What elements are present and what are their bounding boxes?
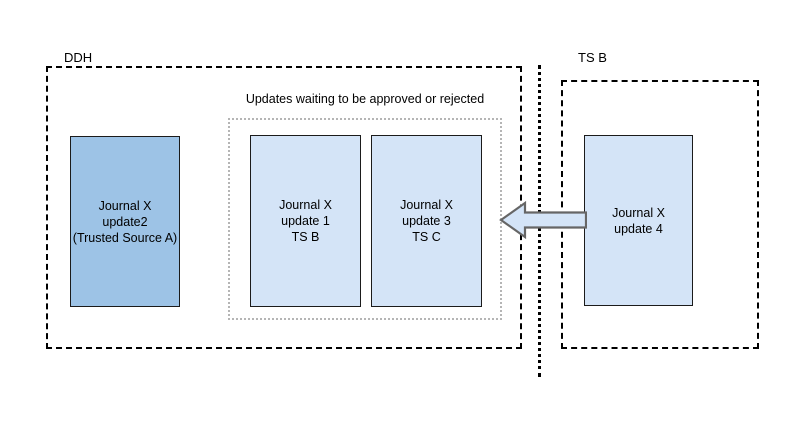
record-box-pending-update3[interactable]: Journal X update 3 TS C <box>371 135 482 307</box>
arrow-left-icon <box>499 200 587 240</box>
submission-arrow-left <box>499 199 587 241</box>
record-box-incoming-update4[interactable]: Journal X update 4 <box>584 135 693 306</box>
pending-updates-caption: Updates waiting to be approved or reject… <box>245 92 485 106</box>
zone-label-tsb: TS B <box>578 50 607 65</box>
zone-label-ddh: DDH <box>64 50 93 65</box>
record-label-pending-update3: Journal X update 3 TS C <box>400 198 453 244</box>
record-label-pending-update1: Journal X update 1 TS B <box>279 198 332 244</box>
record-label-trusted-update2: Journal X update2 (Trusted Source A) <box>72 198 178 245</box>
record-box-trusted-update2[interactable]: Journal X update2 (Trusted Source A) <box>70 136 180 307</box>
record-label-incoming-update4: Journal X update 4 <box>612 205 665 236</box>
record-box-pending-update1[interactable]: Journal X update 1 TS B <box>250 135 361 307</box>
